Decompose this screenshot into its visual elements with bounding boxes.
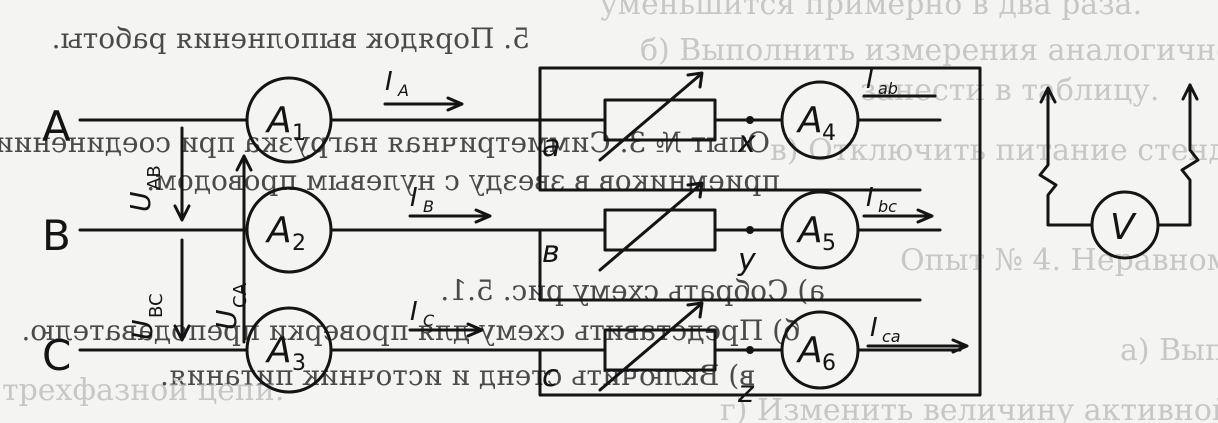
bleed-line14: г) Изменить величину активной нагрузки — [720, 393, 1218, 423]
svg-text:bc: bc — [878, 197, 897, 216]
bleed-line3: б) Выполнить измерения аналогично опыту … — [640, 33, 1218, 68]
current-ib: I B — [408, 183, 492, 224]
node-z: z — [737, 375, 755, 410]
load-branch-bc: A 5 — [538, 181, 922, 272]
bleed-line12: а) Выполнить измерения аналогично опыту — [1120, 333, 1218, 368]
svg-text:A: A — [397, 81, 409, 100]
node-y: y — [737, 243, 757, 278]
bleed-line4: занести в таблицу. — [860, 73, 1159, 108]
current-iab: I ab — [862, 65, 937, 98]
svg-text:AB: AB — [144, 165, 165, 190]
svg-text:U: U — [210, 310, 243, 331]
svg-text:1: 1 — [292, 121, 306, 146]
bleed-line1: уменьшится примерно в два раза. — [600, 0, 1142, 22]
svg-text:A: A — [796, 100, 823, 141]
svg-text:U: U — [126, 320, 159, 341]
node-b: в — [542, 235, 560, 270]
node-x: x — [737, 125, 756, 160]
voltage-uab: U AB — [124, 126, 191, 222]
voltmeter: V — [1038, 83, 1200, 260]
svg-text:U: U — [124, 192, 157, 213]
bleed-line5: Опыт № 3. Симметричная нагрузка при соед… — [0, 126, 770, 159]
svg-text:I: I — [870, 313, 878, 343]
bleed-line13: трехфазной цепи. — [2, 373, 284, 408]
bleed-line11: в) Включить стенд и источник питания. — [160, 359, 755, 392]
phase-label-a: A — [42, 102, 71, 151]
svg-text:I: I — [410, 297, 418, 327]
current-ibc: I bc — [862, 183, 934, 224]
svg-text:A: A — [265, 210, 292, 251]
phase-label-c: C — [42, 331, 71, 380]
current-ic: I C — [408, 297, 484, 338]
ammeter-a2: A 2 — [245, 186, 333, 274]
svg-text:A: A — [265, 100, 292, 141]
load-branch-ab: A 4 — [538, 71, 922, 162]
svg-text:6: 6 — [822, 351, 836, 376]
svg-text:ca: ca — [882, 327, 901, 346]
svg-text:2: 2 — [292, 231, 306, 256]
load-branch-ca: A 6 — [538, 301, 922, 392]
bleed-line6: в) Отключить питание стенда. — [770, 133, 1218, 168]
svg-text:C: C — [423, 311, 435, 330]
svg-text:CA: CA — [230, 282, 251, 308]
svg-text:A: A — [796, 210, 823, 251]
svg-text:B: B — [423, 197, 434, 216]
svg-text:3: 3 — [292, 351, 306, 376]
node-a: a — [542, 129, 560, 164]
svg-text:5: 5 — [822, 231, 836, 256]
svg-text:I: I — [410, 183, 418, 213]
svg-text:I: I — [866, 183, 874, 213]
svg-text:I: I — [866, 65, 874, 95]
phase-label-b: B — [42, 211, 71, 260]
bleed-line9: а) Собрать схему рис. 5.1. — [440, 274, 825, 307]
svg-text:BC: BC — [146, 293, 167, 318]
bleed-line2: 5. Порядок выполнения работы. — [52, 22, 530, 55]
svg-text:A: A — [265, 330, 292, 371]
current-ica: I ca — [866, 313, 969, 354]
node-c: c — [542, 359, 559, 394]
voltage-ubc: U BC — [126, 238, 191, 342]
svg-text:I: I — [385, 67, 393, 97]
svg-text:A: A — [796, 330, 823, 371]
svg-text:ab: ab — [878, 79, 898, 98]
svg-text:4: 4 — [822, 121, 836, 146]
current-ia: I A — [383, 67, 464, 112]
bleed-line7: приемников в звезду с нулевым проводом. — [146, 164, 780, 197]
delta-frame — [538, 66, 982, 397]
bleed-line8: Опыт № 4. Неравномерная нагрузка треугол… — [900, 243, 1218, 278]
ammeter-a3: A 3 — [245, 306, 333, 394]
voltage-uca: U CA — [210, 154, 253, 344]
svg-text:V: V — [1110, 207, 1137, 248]
